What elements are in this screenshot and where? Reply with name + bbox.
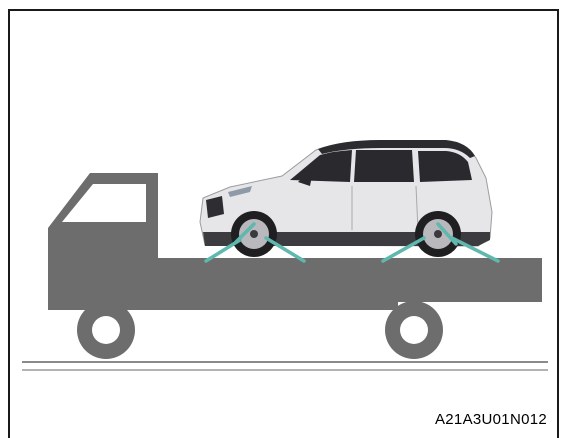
suv-car	[200, 140, 492, 257]
truck-flatbed	[157, 258, 542, 302]
ground-lines	[22, 362, 548, 370]
figure-code: A21A3U01N012	[435, 411, 547, 428]
car-window-middle	[354, 150, 414, 182]
